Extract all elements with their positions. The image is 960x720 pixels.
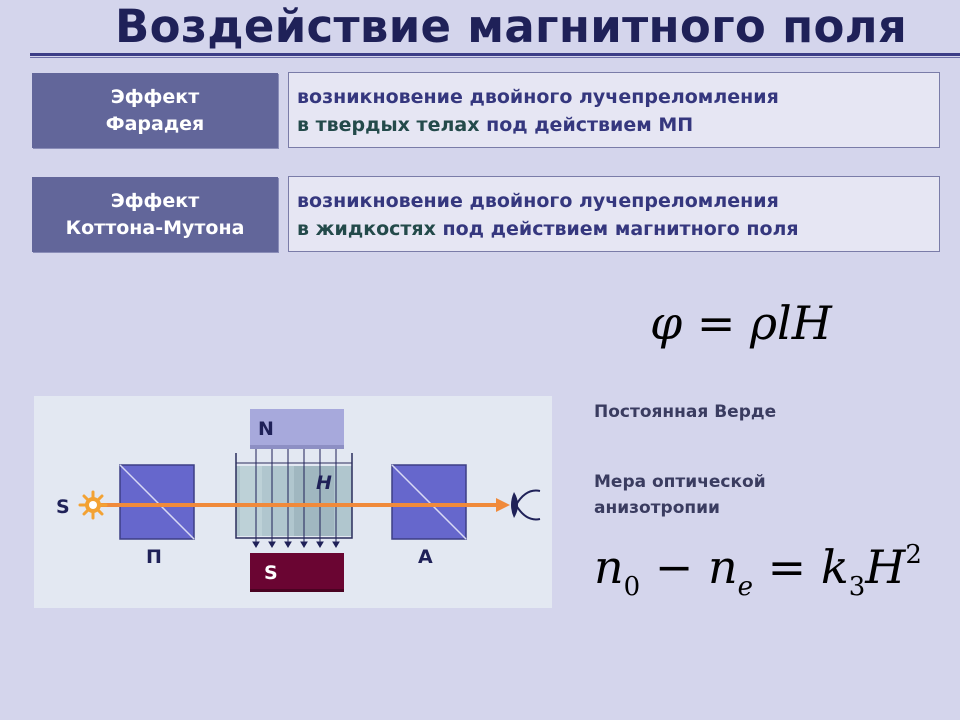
polarizer-prism (119, 464, 195, 540)
verdet-formula: φ = ρlH (650, 296, 832, 350)
formula2-sub3: 3 (848, 572, 866, 602)
formula2-sube: e (737, 572, 754, 602)
source-label: S (56, 496, 70, 518)
verdet-constant-label: Постоянная Верде (594, 402, 777, 422)
page-title: Воздействие магнитного поля (115, 0, 908, 53)
eye-icon (511, 489, 541, 521)
magnetic-field-lines (252, 449, 340, 548)
formula2-H: H (865, 540, 906, 594)
cotton-mouton-effect-label: Эффект Коттона-Мутона (32, 177, 278, 252)
field-label: H (316, 472, 332, 494)
cotton-mouton-label-line2: Коттона-Мутона (65, 216, 245, 239)
cotton-mouton-desc-rest: под действием магнитного поля (435, 218, 799, 240)
title-underline-thin (30, 57, 960, 58)
faraday-desc-highlight: в твердых телах (297, 114, 480, 136)
south-pole-label: S (264, 562, 278, 584)
sample-container (235, 453, 353, 539)
faraday-effect-description: возникновение двойного лучепреломления в… (288, 72, 940, 148)
formula2-sub0: 0 (623, 572, 641, 602)
cotton-mouton-desc-highlight: в жидкостях (297, 218, 436, 240)
analyzer-label: А (418, 546, 433, 568)
faraday-label-line2: Фарадея (105, 112, 205, 135)
title-underline (30, 53, 960, 56)
faraday-label-line1: Эффект (110, 85, 200, 108)
formula2-eq: = (753, 540, 821, 594)
anisotropy-label-line1: Мера оптической (594, 472, 766, 492)
formula2-k: k (820, 540, 849, 594)
north-pole-label: N (258, 418, 274, 440)
formula2-minus: − (640, 540, 708, 594)
faraday-desc-line1: возникновение двойного лучепреломления (297, 86, 779, 108)
light-source-icon (78, 490, 108, 520)
setup-diagram-svg (78, 409, 541, 592)
formula2-n0: n (594, 540, 624, 594)
polarizer-label: П (146, 546, 162, 568)
formula2-ne: n (707, 540, 738, 594)
anisotropy-label-line2: анизотропии (594, 498, 720, 518)
anisotropy-measure-label: Мера оптической анизотропии (594, 469, 834, 521)
faraday-desc-rest: под действием МП (479, 114, 694, 136)
cotton-mouton-label-line1: Эффект (110, 189, 200, 212)
analyzer-prism (391, 464, 467, 540)
light-beam (94, 498, 510, 512)
faraday-setup-diagram: S П А N S H (34, 396, 552, 608)
cotton-mouton-desc-line1: возникновение двойного лучепреломления (297, 190, 779, 212)
cotton-mouton-formula: n0 − ne = k3H2 (594, 540, 922, 602)
north-pole-magnet (250, 409, 344, 449)
faraday-effect-label: Эффект Фарадея (32, 73, 278, 148)
cotton-mouton-effect-description: возникновение двойного лучепреломления в… (288, 176, 940, 252)
south-pole-magnet (250, 553, 344, 592)
formula2-sup2: 2 (905, 540, 922, 570)
